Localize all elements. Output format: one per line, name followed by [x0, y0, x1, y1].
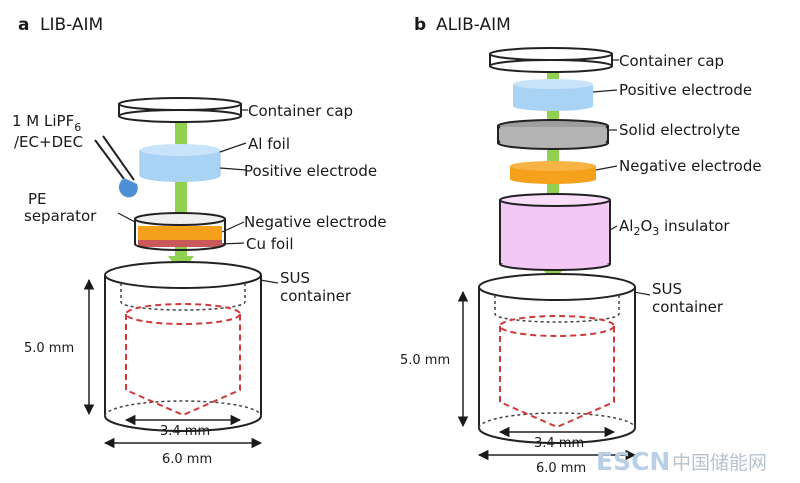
panel-a-title: LIB-AIM: [40, 15, 103, 35]
dimension-lines-b: [457, 290, 637, 461]
label-negative-electrode-a: Negative electrode: [244, 213, 387, 231]
dimension-lines-a: [83, 278, 263, 449]
container-cap-a: [118, 97, 242, 123]
dimension-height-b: 5.0 mm: [400, 353, 450, 368]
dimension-outer-a: 6.0 mm: [162, 452, 212, 467]
panel-b-title: ALIB-AIM: [436, 15, 511, 35]
watermark-brand: ESCN: [596, 447, 670, 476]
panel-b: b ALIB-AIM: [400, 15, 762, 476]
watermark: ESCN 中国储能网: [596, 447, 767, 476]
label-pe-line1: PE: [28, 190, 47, 208]
label-sus-b-line1: SUS: [652, 280, 682, 298]
container-cap-b: [489, 47, 613, 73]
label-sus-b-line2: container: [652, 298, 724, 316]
dimension-outer-b: 6.0 mm: [536, 461, 586, 476]
label-sus-a-line2: container: [280, 287, 352, 305]
leader-lines-a: [117, 109, 279, 284]
sus-container-b: [478, 273, 636, 444]
panel-a-letter: a: [18, 15, 29, 35]
label-pe-line2: separator: [24, 207, 97, 225]
electrolyte-pipette: [94, 135, 138, 198]
label-electrolyte: 1 M LiPF6: [12, 112, 81, 134]
label-sus-a-line1: SUS: [280, 269, 310, 287]
solid-electrolyte-b: [497, 119, 609, 150]
label-container-cap-b: Container cap: [619, 52, 724, 70]
panel-a: a LIB-AIM: [12, 15, 387, 467]
watermark-text: 中国储能网: [672, 452, 767, 474]
label-solid-electrolyte: Solid electrolyte: [619, 121, 740, 139]
dimension-height-a: 5.0 mm: [24, 341, 74, 356]
label-al-foil: Al foil: [248, 135, 290, 153]
leader-lines-b: [592, 59, 651, 296]
pe-separator-a: [134, 212, 226, 251]
positive-electrode-a: [139, 144, 221, 182]
label-container-cap-a: Container cap: [248, 102, 353, 120]
label-cu-foil: Cu foil: [246, 235, 294, 253]
sus-container-a: [104, 261, 262, 432]
label-electrolyte-solvent: /EC+DEC: [14, 133, 83, 151]
insulator-b: [499, 193, 611, 271]
negative-electrode-b: [510, 161, 596, 184]
dimension-inner-a: 3.4 mm: [160, 424, 210, 439]
panel-b-letter: b: [414, 15, 426, 35]
label-positive-electrode-b: Positive electrode: [619, 81, 752, 99]
label-negative-electrode-b: Negative electrode: [619, 157, 762, 175]
label-insulator: Al2O3 insulator: [619, 217, 730, 238]
positive-electrode-b: [513, 79, 593, 111]
dimension-inner-b: 3.4 mm: [534, 436, 584, 451]
label-positive-electrode-a: Positive electrode: [244, 162, 377, 180]
